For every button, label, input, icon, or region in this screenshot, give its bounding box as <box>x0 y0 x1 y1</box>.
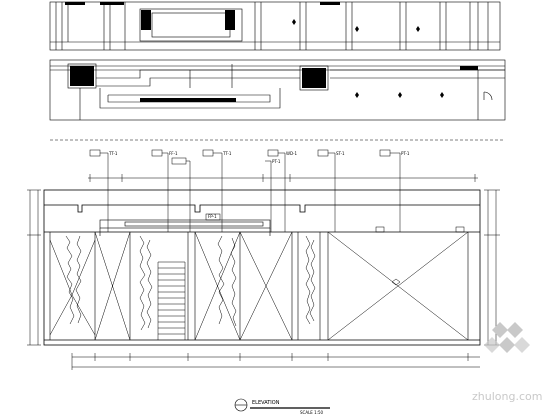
label-pt1-b: PT-1 <box>272 159 281 164</box>
plan-strip-upper-fills <box>65 2 340 30</box>
watermark-logo-icon <box>484 322 530 353</box>
cross-panels <box>49 231 469 341</box>
valance-beam <box>99 219 271 236</box>
drawing-title: ELEVATION <box>252 400 280 406</box>
label-fp1: FP-1 <box>208 214 217 219</box>
watermark-text: zhulong.com <box>472 390 542 403</box>
plan-strip-lower-markers <box>355 92 444 98</box>
stair-panel <box>157 261 186 340</box>
side-dimensions <box>27 189 500 346</box>
fixture-marks <box>375 226 465 286</box>
elevation-frame <box>43 189 481 346</box>
label-ff1: FF-1 <box>169 151 178 156</box>
inline-labels <box>205 213 221 221</box>
plan-strip-upper-markers <box>292 19 420 32</box>
plan-strip-upper <box>49 1 501 51</box>
label-pt1-a: PT-1 <box>401 151 410 156</box>
label-wd1: WD-1 <box>286 151 297 156</box>
label-tags <box>89 149 401 232</box>
plan-strip-lower <box>49 59 506 121</box>
label-texts: TT-1 FF-1 TT-1 WD-1 ST-1 PT-1 PT-1 <box>108 151 410 164</box>
label-st1: ST-1 <box>336 151 345 156</box>
title-block <box>234 398 330 412</box>
panel-dividers <box>49 232 469 340</box>
marble-veining <box>65 235 316 331</box>
label-tt1-b: TT-1 <box>222 151 232 156</box>
plan-strip-lower-fills <box>70 66 478 102</box>
drawing-scale: SCALE 1:50 <box>300 410 324 415</box>
bottom-dimension-line <box>71 353 480 370</box>
label-tt1-a: TT-1 <box>108 151 118 156</box>
top-dimension-line <box>88 174 478 182</box>
